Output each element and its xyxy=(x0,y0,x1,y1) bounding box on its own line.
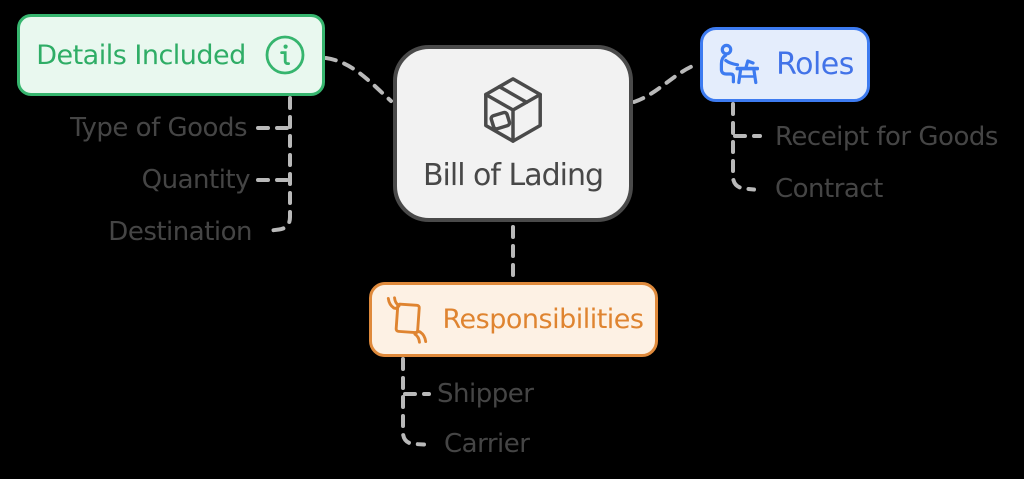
package-icon xyxy=(484,77,542,143)
item-destination: Destination xyxy=(108,217,252,247)
item-carrier: Carrier xyxy=(444,429,530,459)
bill-of-lading-node: Bill of Lading xyxy=(393,45,633,222)
details-included-node: Details Included xyxy=(17,14,325,96)
details-included-label: Details Included xyxy=(36,39,246,71)
item-type-of-goods: Type of Goods xyxy=(70,113,247,143)
person-at-desk-icon xyxy=(719,43,760,84)
responsibilities-node: Responsibilities xyxy=(369,282,658,357)
connector-roles-tree xyxy=(731,102,756,192)
connector-center-to-roles xyxy=(632,62,700,104)
item-quantity: Quantity xyxy=(141,165,251,195)
roles-node: Roles xyxy=(700,27,870,102)
roles-label: Roles xyxy=(776,47,854,82)
item-contract: Contract xyxy=(775,174,883,204)
bill-of-lading-label: Bill of Lading xyxy=(422,158,604,193)
item-shipper: Shipper xyxy=(437,379,534,409)
info-icon xyxy=(265,35,305,75)
hands-holding-document-icon xyxy=(386,295,427,344)
connector-details-tree xyxy=(265,96,292,233)
item-receipt-for-goods: Receipt for Goods xyxy=(775,122,998,152)
connector-details-to-center xyxy=(324,56,393,103)
responsibilities-label: Responsibilities xyxy=(442,304,644,335)
connector-responsibilities-tree xyxy=(401,357,426,447)
